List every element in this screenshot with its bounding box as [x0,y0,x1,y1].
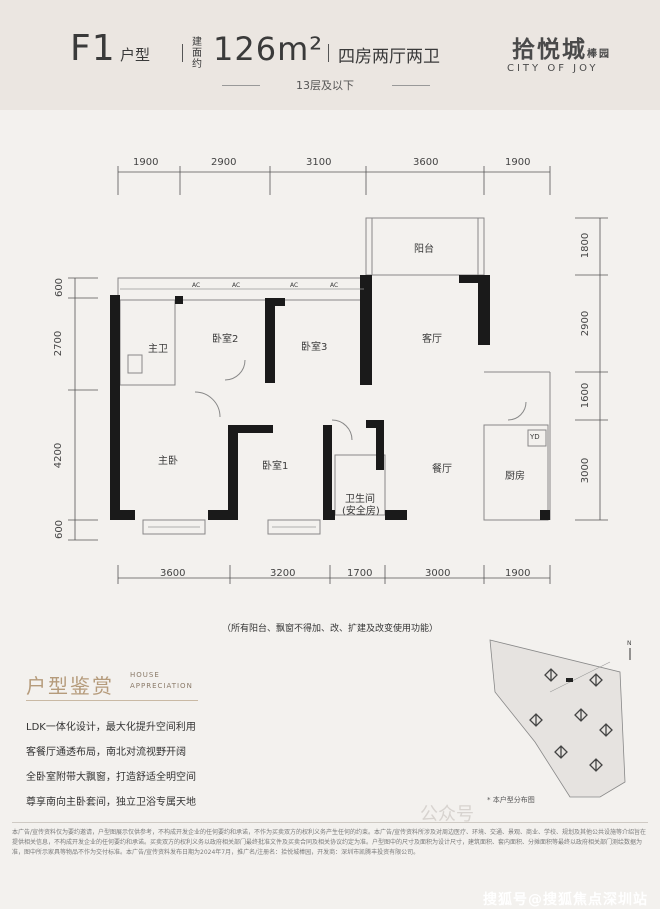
header-band [0,0,660,110]
dim-bottom: 3200 [270,568,296,579]
dim-bottom: 1700 [347,568,373,579]
dim-left: 600 [54,519,66,540]
ac-unit-label: AC [232,282,241,289]
floor-note: 13层及以下 [296,79,354,92]
layout-description: 四房两厅两卫 [338,47,440,67]
room-balcony: 阳台 [414,244,434,255]
room-bedroom1: 卧室1 [262,461,289,472]
disclaimer-text: 本广告/宣传资料仅为要约邀请，户型图展示仅供参考，不构成开发企业的任何要约和承诺… [12,829,647,856]
room-dining: 餐厅 [432,464,452,475]
dim-right: 2900 [580,310,592,337]
area-label: 建面约 [192,37,202,70]
dim-bottom: 1900 [505,568,531,579]
dim-top: 2900 [211,157,237,168]
feature-item: LDK一体化设计，最大化提升空间利用 [26,722,196,733]
room-bedroom3: 卧室3 [301,342,328,353]
watermark-text: 搜狐号@搜狐焦点深圳站 [483,892,648,908]
dim-right: 1800 [580,232,592,259]
feature-item: 尊享南向主卧套间，独立卫浴专属天地 [26,797,196,808]
unit-suffix: 户型 [120,46,151,64]
north-label: N [627,640,632,647]
floor-note-rule-left [222,85,260,86]
header-divider [328,44,329,62]
dim-top: 3600 [413,157,439,168]
feature-item: 全卧室附带大飘窗，打造舒适全明空间 [26,772,196,783]
ac-unit-label: AC [192,282,201,289]
watermark-faint: 公众号 [420,804,474,825]
dim-top: 1900 [133,157,159,168]
section-title: 户型鉴赏 [26,674,114,698]
dim-right: 3000 [580,457,592,484]
section-rule [26,700,198,701]
dim-left: 2700 [53,330,65,357]
dim-top: 1900 [505,157,531,168]
unit-code: F1 [70,28,116,69]
yd-label: YD [530,433,540,441]
dim-left: 600 [54,277,66,298]
site-map [489,639,631,798]
room-kitchen: 厨房 [505,471,525,482]
room-bath: 卫生间 [345,494,375,505]
ac-unit-label: AC [330,282,339,289]
room-living: 客厅 [422,334,442,345]
dim-right: 1600 [580,382,592,409]
room-master-bed: 主卧 [158,456,178,467]
footer-rule [12,822,648,823]
floor-plan [68,166,608,584]
floor-note-rule-right [392,85,430,86]
feature-item: 客餐厅通透布局，南北对流视野开阔 [26,747,186,758]
site-map-caption: * 本户型分布图 [487,796,535,804]
dim-bottom: 3600 [160,568,186,579]
balcony-notice: （所有阳台、飘窗不得加、改、扩建及改变使用功能） [221,624,438,634]
brand-logo-cn: 拾悦城棒园 [512,37,611,63]
ac-unit-label: AC [290,282,299,289]
dim-top: 3100 [306,157,332,168]
room-bath-sub: (安全房) [342,506,380,517]
area-value: 126m² [213,30,324,68]
header-divider [182,44,183,62]
room-bedroom2: 卧室2 [212,334,239,345]
dim-bottom: 3000 [425,568,451,579]
room-master-bath: 主卫 [148,344,168,355]
dim-left: 4200 [53,442,65,469]
brand-logo-en: CITY OF JOY [507,63,599,74]
